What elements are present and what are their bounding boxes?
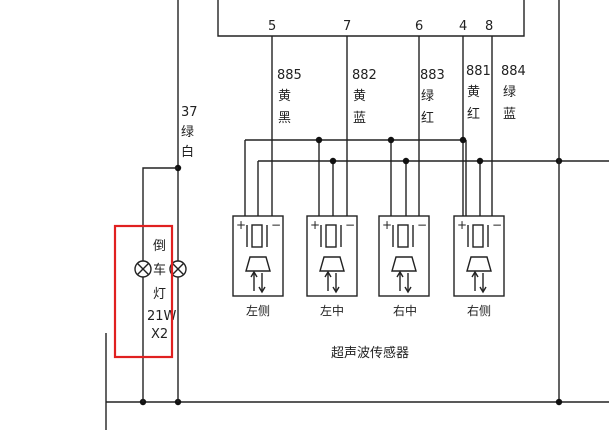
wire-color-883-b: 红 [421, 110, 434, 126]
wire-color-881-b: 红 [467, 106, 480, 122]
ecu-pin-7: 7 [343, 19, 351, 34]
ecu-pin-4: 4 [459, 19, 467, 34]
sensor-group-caption: 超声波传感器 [331, 345, 409, 361]
junction-dot [402, 157, 410, 165]
lamp-bulb-icon [134, 260, 152, 278]
lamp-label-char-2: 车 [153, 262, 166, 278]
wire-code-883: 883 [420, 68, 445, 83]
ecu-pin-8: 8 [485, 19, 493, 34]
wire-color-884-a: 绿 [503, 85, 516, 100]
sensor-minus: − [492, 218, 502, 232]
sensor-plus: + [310, 218, 320, 232]
wire-color-882-a: 黄 [353, 89, 366, 104]
ecu-pin-5: 5 [268, 19, 276, 34]
wire-code-881: 881 [466, 64, 491, 79]
junction-dot [476, 157, 484, 165]
junction-dot [329, 157, 337, 165]
wire-code-884: 884 [501, 64, 526, 79]
wire-color-37-b: 白 [181, 144, 194, 160]
junction-dot [555, 398, 563, 406]
sensor-label-right-side: 右侧 [467, 303, 491, 318]
sensor-minus: − [417, 218, 427, 232]
sensor-left-side: + − [232, 215, 284, 297]
sensor-label-left-center: 左中 [320, 303, 344, 318]
junction-dot [315, 136, 323, 144]
wire-color-883-a: 绿 [421, 89, 434, 104]
sensor-label-left-side: 左侧 [246, 303, 270, 318]
wire-code-37: 37 [181, 105, 198, 120]
lamp-label-char-1: 倒 [153, 239, 166, 254]
sensor-minus: − [345, 218, 355, 232]
wire-code-885: 885 [277, 68, 302, 83]
wire-color-884-b: 蓝 [503, 107, 516, 122]
lamp-count: X2 [151, 327, 168, 342]
sensor-plus: + [457, 218, 467, 232]
wire-color-882-b: 蓝 [353, 111, 366, 126]
lamp-bulb-icon [169, 260, 187, 278]
wire-color-885-a: 黄 [278, 89, 291, 104]
wire-code-882: 882 [352, 68, 377, 83]
ecu-pin-6: 6 [415, 19, 423, 34]
sensor-label-right-center: 右中 [393, 303, 417, 318]
sensor-plus: + [382, 218, 392, 232]
highlight-box [113, 224, 174, 359]
sensor-plus: + [236, 218, 246, 232]
ecu-box [217, 0, 525, 37]
junction-dot [459, 136, 467, 144]
lamp-rating: 21W [147, 309, 177, 324]
junction-dot [387, 136, 395, 144]
sensor-left-center: + − [306, 215, 358, 297]
sensor-right-side: + − [453, 215, 505, 297]
wire-color-881-a: 黄 [467, 85, 480, 100]
sensor-minus: − [271, 218, 281, 232]
wire-color-37-a: 绿 [181, 125, 194, 140]
wire-color-885-b: 黑 [278, 111, 291, 126]
lamp-label-char-3: 灯 [153, 287, 166, 302]
sensor-right-center: + − [378, 215, 430, 297]
lamp-feed [142, 167, 178, 402]
